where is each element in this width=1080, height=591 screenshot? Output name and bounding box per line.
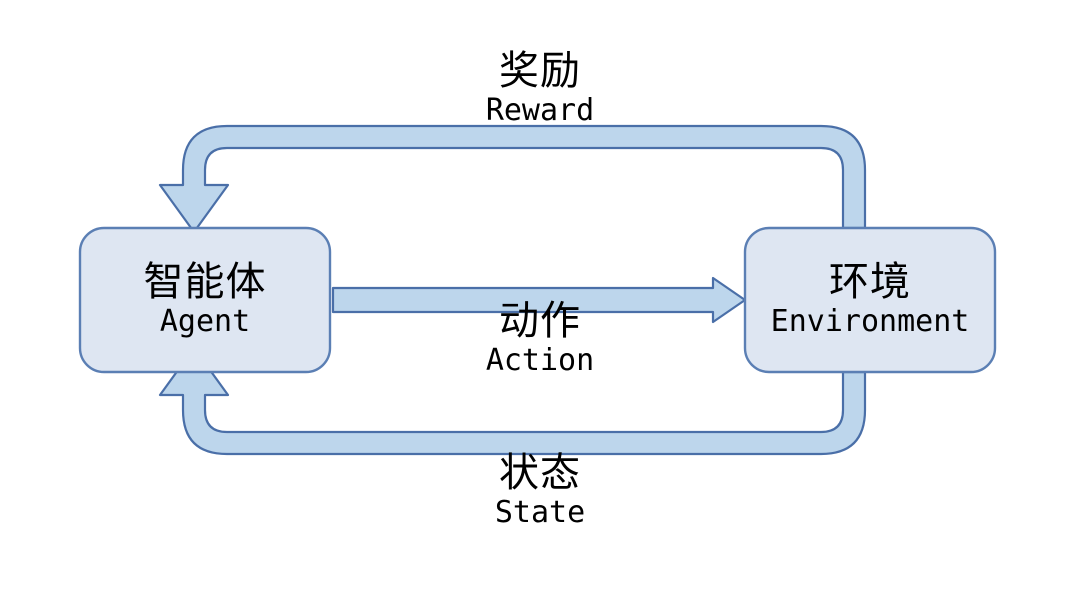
reward-arrow-shape (158, 124, 867, 234)
edge-label-reward: 奖励 Reward (390, 49, 690, 129)
edge-label-state-en: State (494, 495, 586, 531)
edge-label-action-cn: 动作 (499, 299, 581, 343)
edge-label-action: 动作 Action (390, 299, 690, 379)
action-arrow-shape (331, 276, 747, 324)
edge-label-reward-cn: 奖励 (499, 49, 581, 93)
edge-label-action-en: Action (485, 343, 595, 379)
node-environment-box[interactable] (743, 226, 997, 374)
edge-label-state: 状态 State (390, 451, 690, 531)
edge-label-state-cn: 状态 (499, 451, 581, 495)
edge-label-reward-en: Reward (485, 93, 595, 129)
node-agent-box[interactable] (78, 226, 332, 374)
state-arrow-shape (158, 346, 867, 456)
